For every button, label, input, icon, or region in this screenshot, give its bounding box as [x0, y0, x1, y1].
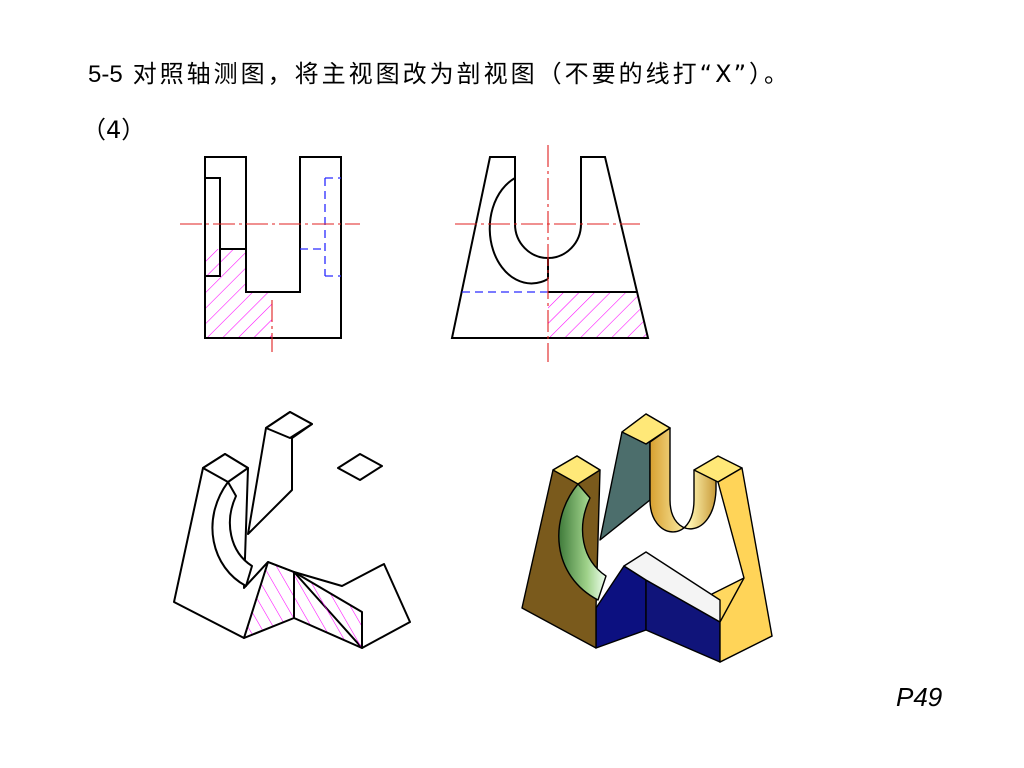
shaded-3d-model [521, 413, 773, 663]
side-view-inner-arc [488, 177, 549, 285]
sub-problem-number: （4） [82, 116, 146, 144]
iso-inner-arc [211, 481, 253, 587]
problem-number: 5-5 [88, 61, 123, 88]
front-view-outline [204, 156, 342, 339]
front-view [180, 156, 360, 352]
model-right-side [717, 467, 773, 663]
isometric-section-drawing [173, 411, 411, 649]
side-view-hatch [548, 292, 648, 338]
front-view-visible-lines [205, 177, 246, 277]
side-view-center-lines [455, 145, 640, 362]
front-view-hatch [205, 249, 272, 338]
iso-cut-face-right [293, 571, 363, 649]
iso-edge [267, 561, 295, 573]
iso-back-plate-top-left [265, 411, 313, 439]
model-inner-arc [558, 483, 607, 601]
problem-title: 5-5 对照轴测图，将主视图改为剖视图（不要的线打“X”）。 [88, 54, 791, 89]
model-slot-face [649, 427, 717, 533]
page-number: P49 [896, 682, 943, 712]
iso-back-plate-top-right [337, 453, 383, 481]
iso-left-block-top [202, 453, 249, 483]
problem-instruction: 对照轴测图，将主视图改为剖视图（不要的线打“X”）。 [132, 60, 792, 88]
front-view-center-lines [180, 223, 360, 352]
model-back-plate-top-left [621, 413, 671, 445]
model-left-block-top [552, 455, 601, 485]
model-step-strip [623, 551, 721, 623]
side-view [450, 145, 650, 362]
front-view-hidden-lines [300, 177, 341, 277]
